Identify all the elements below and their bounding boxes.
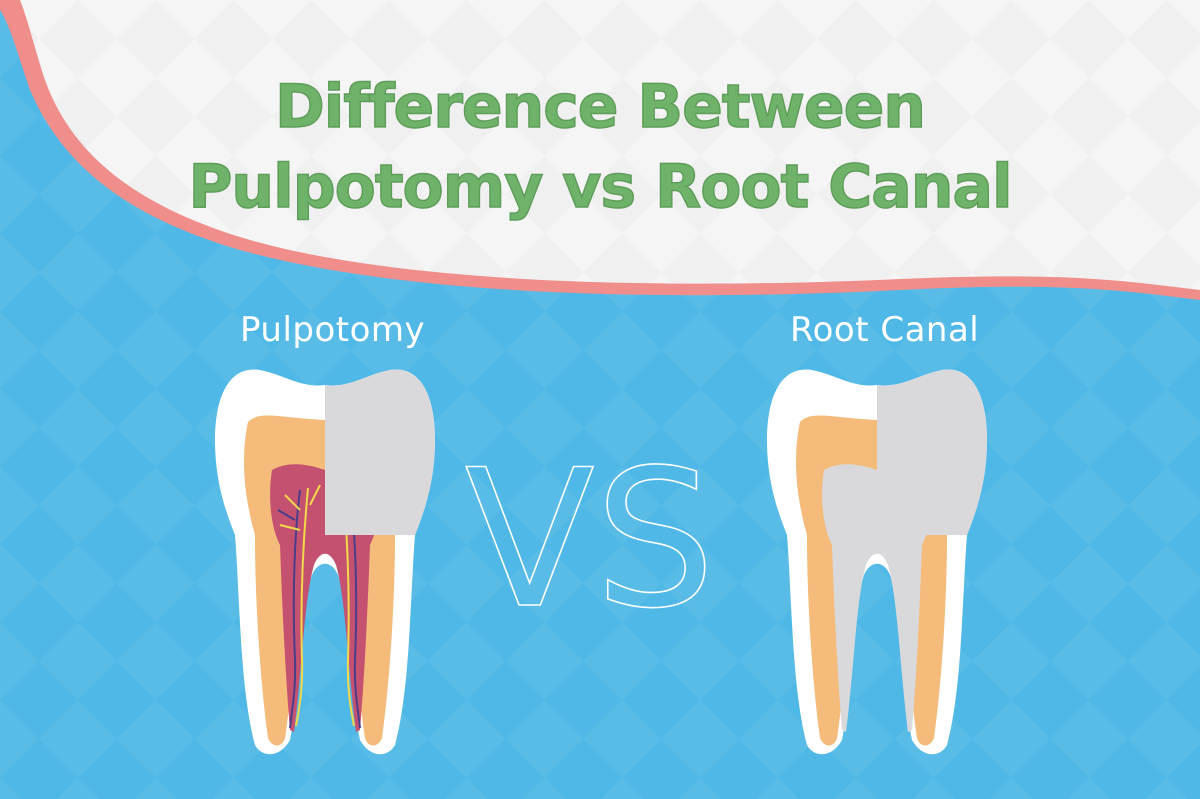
pulpotomy-tooth-illustration [215, 369, 435, 755]
root-canal-tooth-illustration [767, 369, 987, 755]
pulpotomy-label: Pulpotomy [240, 310, 426, 350]
vs-divider: VS [464, 440, 716, 630]
filling-overlay [877, 369, 987, 535]
root-canal-label: Root Canal [790, 310, 980, 350]
filling-overlay [325, 369, 435, 535]
title-line-2: Pulpotomy vs Root Canal [188, 151, 1014, 223]
vs-text: VS [465, 440, 716, 630]
title-line-1: Difference Between [274, 71, 927, 143]
wave-white-texture [0, 0, 1200, 290]
